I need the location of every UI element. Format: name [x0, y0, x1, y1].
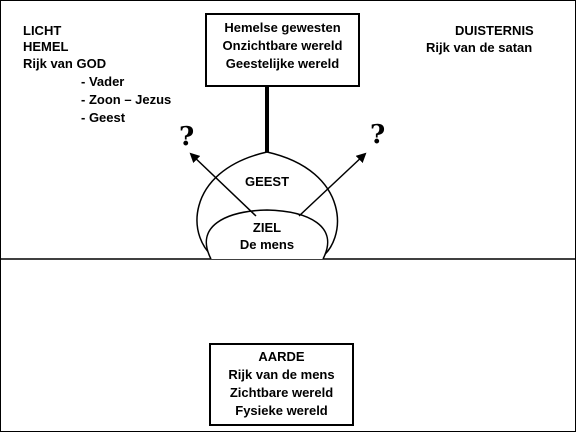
- kingdom-man-text: Rijk van de mens: [228, 367, 335, 382]
- son-jesus-label: - Zoon – Jezus: [81, 92, 172, 107]
- earth-title: AARDE: [258, 349, 305, 364]
- soul-label: ZIEL: [252, 220, 282, 235]
- left-arrow: [189, 152, 257, 217]
- spirit-trinity-label: - Geest: [81, 110, 126, 125]
- right-arrow: [298, 152, 367, 217]
- kingdom-satan-label: Rijk van de satan: [426, 40, 533, 55]
- person-label: De mens: [239, 237, 295, 252]
- father-label: - Vader: [81, 74, 125, 89]
- earth-box: AARDE Rijk van de mens Zichtbare wereld …: [209, 343, 354, 426]
- invisible-world-text: Onzichtbare wereld: [222, 38, 343, 53]
- question-mark-right: ?: [370, 120, 386, 150]
- light-label: LICHT: [23, 23, 62, 38]
- physical-world-text: Fysieke wereld: [235, 403, 328, 418]
- spiritual-world-text: Geestelijke wereld: [225, 56, 340, 71]
- spirit-label: GEEST: [244, 174, 290, 189]
- darkness-label: DUISTERNIS: [455, 23, 534, 38]
- soul-oval: [205, 209, 329, 260]
- heaven-label: HEMEL: [23, 39, 69, 54]
- heavenly-realms-box: Hemelse gewesten Onzichtbare wereld Gees…: [205, 13, 360, 87]
- kingdom-god-label: Rijk van GOD: [23, 56, 107, 71]
- question-mark-left: ?: [179, 122, 195, 152]
- visible-world-text: Zichtbare wereld: [229, 385, 334, 400]
- heavenly-places-text: Hemelse gewesten: [224, 20, 341, 35]
